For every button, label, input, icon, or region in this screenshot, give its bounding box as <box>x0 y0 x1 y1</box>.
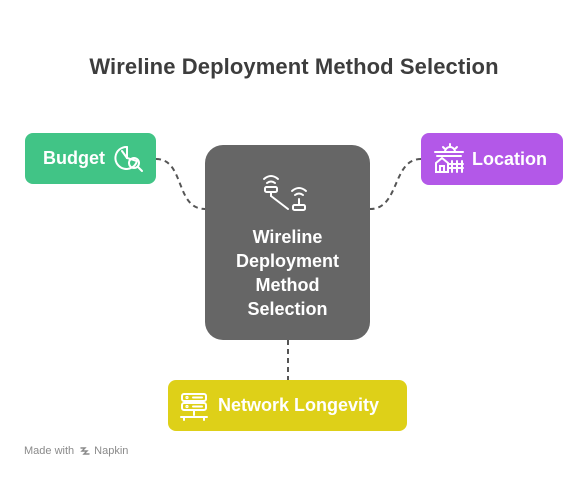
center-label-line-4: Selection <box>247 299 328 319</box>
made-with-text: Made with <box>24 445 75 457</box>
budget-label: Budget <box>43 148 105 168</box>
budget-chart-search-icon <box>114 145 143 172</box>
center-label-line-2: Deployment <box>235 251 340 271</box>
connector-budget <box>155 158 206 210</box>
wireless-router-icon <box>263 175 307 211</box>
connector-location <box>369 158 422 210</box>
center-label-line-1: Wireline <box>252 227 323 247</box>
center-node-label: Wireline Deployment Method Selection <box>205 225 370 321</box>
location-node: Location <box>421 133 563 185</box>
center-label-line-3: Method <box>255 275 320 295</box>
made-with-napkin-footer: Made with Napkin <box>24 445 128 457</box>
napkin-logo-icon <box>80 447 90 455</box>
budget-node: Budget <box>25 133 156 184</box>
diagram-title: Wireline Deployment Method Selection <box>89 54 499 79</box>
network-longevity-node: Network Longevity <box>168 380 407 431</box>
center-node: Wireline Deployment Method Selection <box>205 145 370 340</box>
server-rack-icon <box>180 392 208 421</box>
landscape-house-icon <box>434 143 464 173</box>
napkin-brand-text: Napkin <box>94 445 129 457</box>
location-label: Location <box>472 148 547 169</box>
network-longevity-label: Network Longevity <box>218 395 380 415</box>
